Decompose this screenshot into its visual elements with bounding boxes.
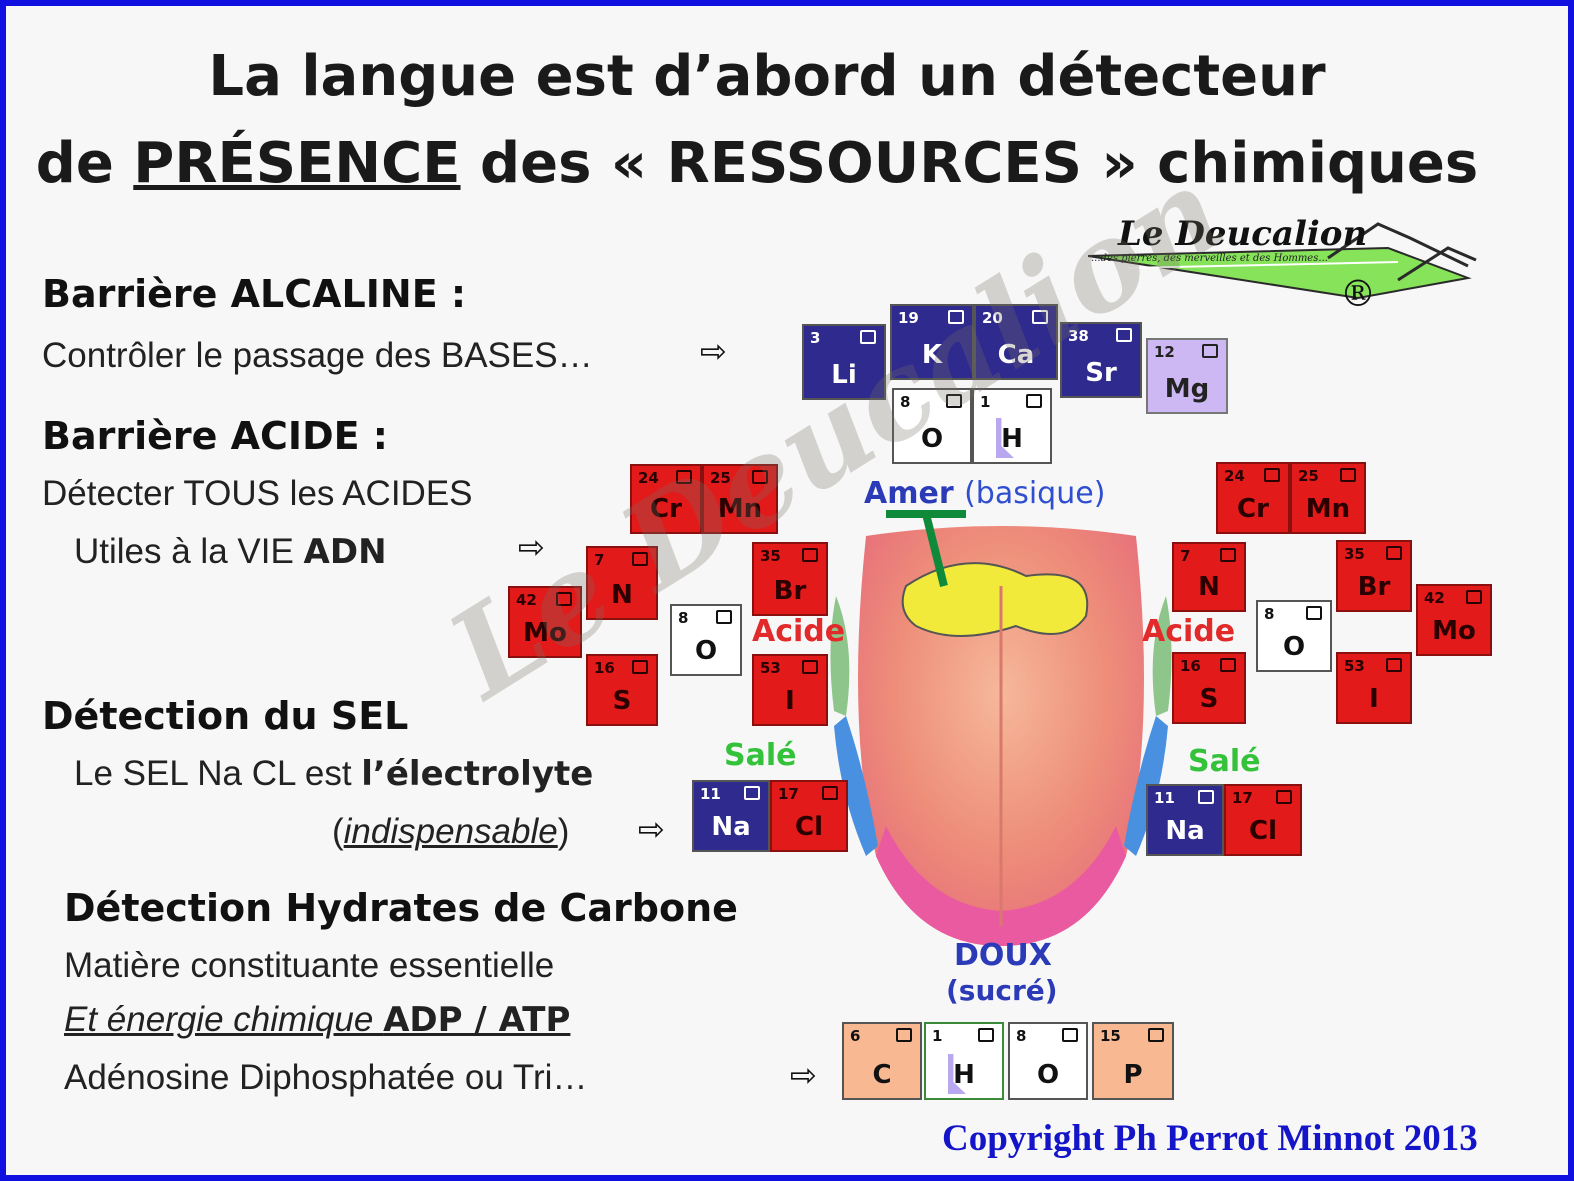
arrow-icon: ⇨ bbox=[790, 1056, 817, 1094]
tongue-illustration bbox=[830, 526, 1172, 946]
text-acide-2-plain: Utiles à la VIE bbox=[74, 532, 304, 571]
logo-tagline: ...des pierres, des merveilles et des Ho… bbox=[1091, 253, 1328, 264]
text-hydrates-1: Matière constituante essentielle bbox=[64, 946, 555, 985]
title-line-2-emphasis: PRÉSENCE bbox=[133, 131, 461, 196]
logo-registered: ® bbox=[1340, 274, 1376, 315]
text-hydrates-2-italic: Et énergie chimique bbox=[64, 1000, 384, 1039]
text-acide-1: Détecter TOUS les ACIDES bbox=[42, 474, 473, 513]
text-acide-2-bold: ADN bbox=[303, 532, 387, 572]
label-doux: DOUX bbox=[954, 938, 1052, 973]
title-line-2-prefix: de bbox=[35, 131, 134, 196]
text-sel-1-plain: Le SEL Na CL est bbox=[74, 754, 362, 793]
label-sucre: (sucré) bbox=[946, 974, 1058, 1007]
label-sale-left: Salé bbox=[724, 738, 797, 773]
arrow-icon: ⇨ bbox=[518, 528, 545, 566]
copyright: Copyright Ph Perrot Minnot 2013 bbox=[942, 1118, 1478, 1159]
text-sel-1: Le SEL Na CL est l’électrolyte bbox=[74, 754, 593, 794]
title-line-2: de PRÉSENCE des « RESSOURCES » chimiques bbox=[6, 131, 1538, 196]
text-hydrates-3: Adénosine Diphosphatée ou Tri… bbox=[64, 1058, 588, 1097]
bitter-pointer bbox=[886, 510, 966, 587]
heading-sel: Détection du SEL bbox=[42, 694, 409, 738]
label-acide-right: Acide bbox=[1142, 614, 1236, 649]
arrow-icon: ⇨ bbox=[700, 332, 727, 370]
label-amer: Amer (basique) bbox=[864, 476, 1106, 511]
slide: La langue est d’abord un détecteur de PR… bbox=[6, 6, 1568, 1175]
text-sel-2-italic: indispensable bbox=[343, 812, 558, 851]
text-sel-1-bold: l’électrolyte bbox=[361, 754, 594, 794]
arrow-icon: ⇨ bbox=[638, 810, 665, 848]
title-line-1: La langue est d’abord un détecteur bbox=[208, 44, 1326, 109]
logo-text: Le Deucalion bbox=[1118, 214, 1368, 254]
label-sale-right: Salé bbox=[1188, 744, 1261, 779]
label-acide-left: Acide bbox=[752, 614, 846, 649]
logo-graphic bbox=[1088, 222, 1477, 300]
heading-alcaline: Barrière ALCALINE : bbox=[42, 272, 467, 316]
text-hydrates-2: Et énergie chimique ADP / ATP bbox=[64, 1000, 570, 1040]
heading-hydrates: Détection Hydrates de Carbone bbox=[64, 886, 738, 930]
text-alcaline: Contrôler le passage des BASES… bbox=[42, 336, 593, 375]
text-sel-2: (indispensable) bbox=[332, 812, 570, 851]
heading-acide: Barrière ACIDE : bbox=[42, 414, 388, 458]
text-hydrates-2-bold: ADP / ATP bbox=[383, 1000, 571, 1040]
text-acide-2: Utiles à la VIE ADN bbox=[74, 532, 387, 572]
title-line-2-suffix: des « RESSOURCES » chimiques bbox=[460, 131, 1479, 196]
